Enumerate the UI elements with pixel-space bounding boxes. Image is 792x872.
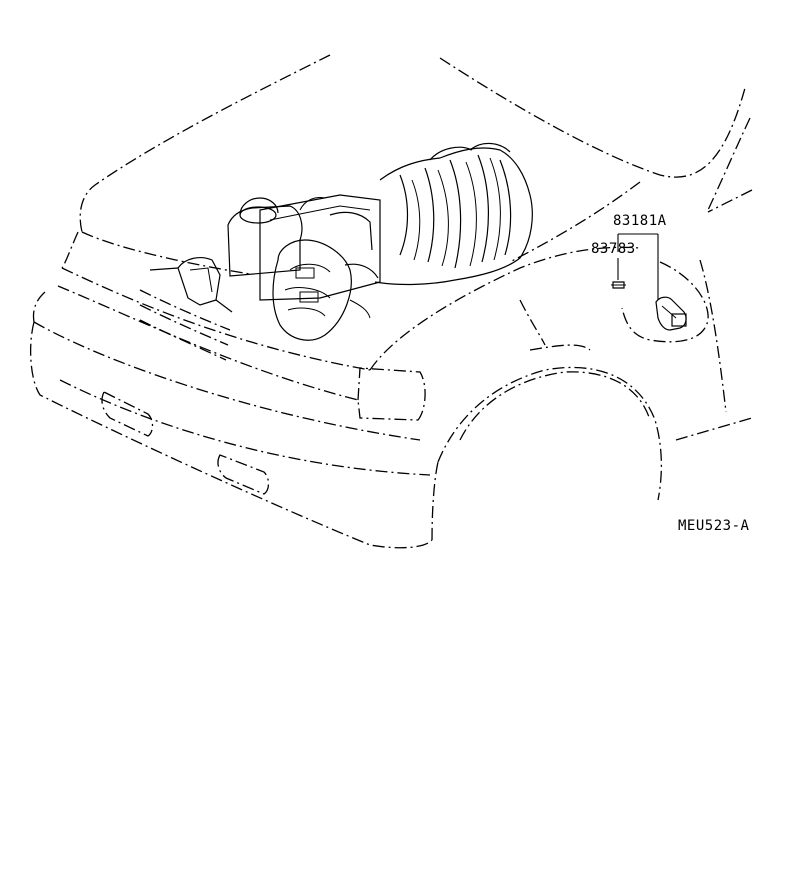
- leader-lines: [617, 233, 659, 300]
- part-label-83181a: 83181A: [613, 213, 667, 229]
- part-83783-clip: [611, 281, 626, 289]
- vehicle-body-outline: [30, 54, 753, 549]
- figure-code: MEU523-A: [678, 518, 750, 534]
- engine-assembly: [149, 142, 533, 341]
- part-83181a-sensor: [655, 296, 687, 331]
- part-label-83783: 83783: [591, 241, 636, 257]
